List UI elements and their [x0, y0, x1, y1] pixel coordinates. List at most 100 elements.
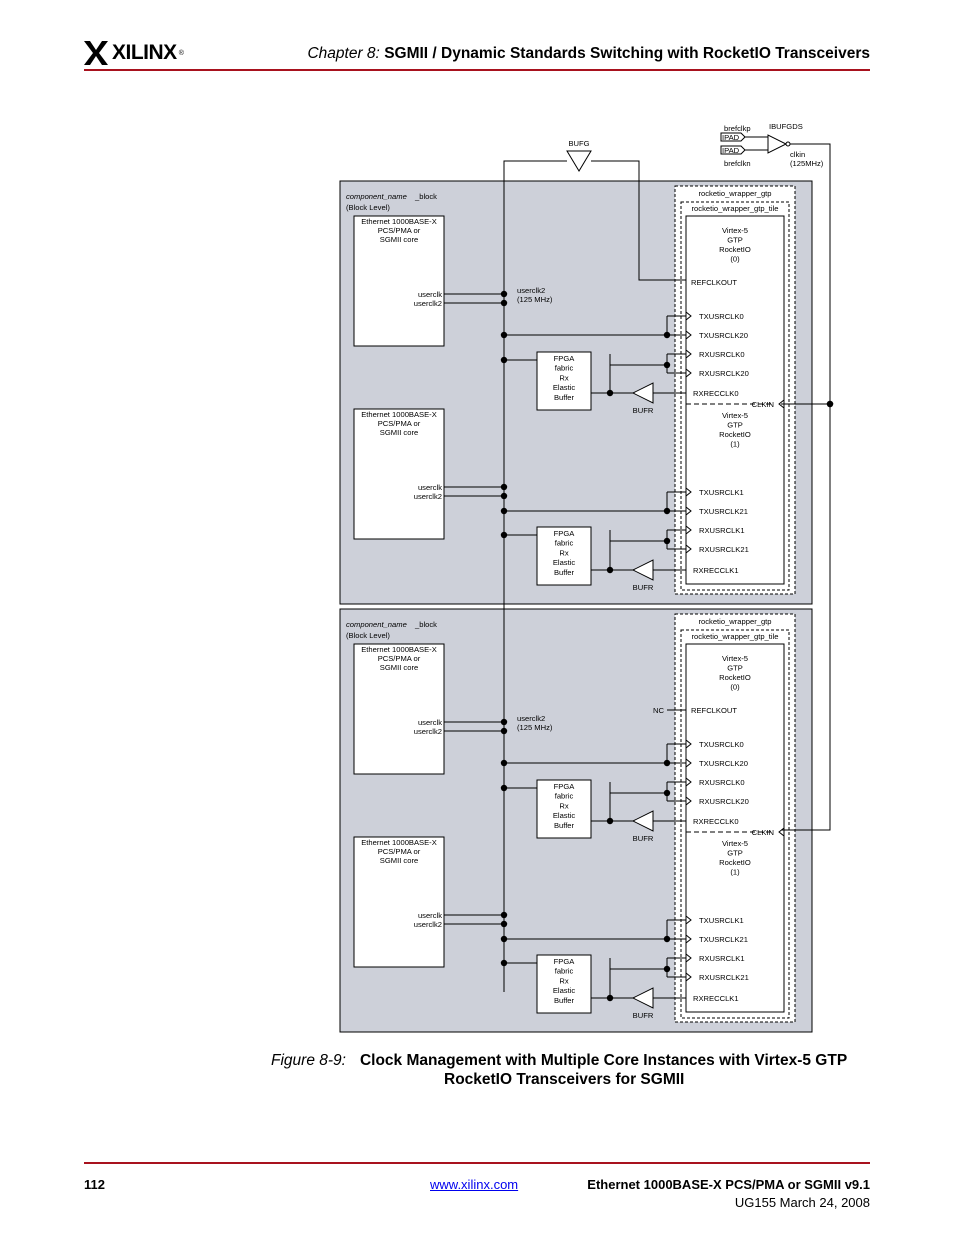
block1-port1-0: TXUSRCLK1 — [699, 916, 744, 925]
block0-port1-1: TXUSRCLK21 — [699, 507, 748, 516]
block0-port1-0: TXUSRCLK1 — [699, 488, 744, 497]
block1-core0-line3: SGMII core — [380, 663, 418, 672]
footer-rule — [84, 1162, 870, 1164]
block1-bufr0-label: BUFR — [633, 834, 654, 843]
xilinx-x-mark-icon — [84, 41, 108, 65]
block1-core1-userclk2: userclk2 — [414, 920, 442, 929]
block1-fabric0-line1: fabric — [555, 792, 574, 801]
block1-gtp0-line0: Virtex-5 — [722, 654, 748, 663]
block0-fabric0-line3: Elastic — [553, 383, 576, 392]
block0-gtp0-line3: (0) — [730, 255, 740, 264]
clkin-junction-overlay-dot — [826, 400, 834, 408]
block0-port1-2: RXUSRCLK1 — [699, 526, 745, 535]
block0-fabric1-line1: fabric — [555, 539, 574, 548]
figure-title-line2: RocketIO Transceivers for SGMII — [444, 1071, 685, 1088]
brefclkn-label: brefclkn — [724, 159, 751, 168]
chapter-title: SGMII / Dynamic Standards Switching with… — [384, 45, 870, 62]
block1-gtp-box — [685, 643, 785, 1013]
website-link[interactable]: www.xilinx.com — [430, 1177, 519, 1192]
block0-fabric1-line3: Elastic — [553, 558, 576, 567]
block1-core0-userclk: userclk — [418, 718, 442, 727]
clkin-label: clkin — [790, 150, 805, 159]
block0-core1-userclk2: userclk2 — [414, 492, 442, 501]
ibufgds-label: IBUFGDS — [769, 122, 803, 131]
block1-name-suffix: _block — [414, 620, 437, 629]
chapter-heading: Chapter 8: SGMII / Dynamic Standards Swi… — [307, 45, 870, 63]
block0-fabric1-line4: Buffer — [554, 568, 575, 577]
block0-bufr1-label: BUFR — [633, 583, 654, 592]
block1-core0-box — [353, 643, 445, 775]
block1-nc-label: NC — [653, 706, 664, 715]
block1-gtp0-line3: (0) — [730, 683, 740, 692]
document-id: UG155 March 24, 2008 — [734, 1195, 870, 1210]
xilinx-logo: XILINX® — [84, 38, 184, 68]
block1-core0-line1: Ethernet 1000BASE-X — [361, 645, 437, 654]
block1-rxbus0-dot — [663, 789, 671, 797]
block0-port0-3: RXUSRCLK20 — [699, 369, 749, 378]
block1-gtp1-line0: Virtex-5 — [722, 839, 748, 848]
block0-tile-label: rocketio_wrapper_gtp_tile — [692, 204, 779, 213]
block0-core0-line1: Ethernet 1000BASE-X — [361, 217, 437, 226]
block1-core0-line2: PCS/PMA or — [378, 654, 421, 663]
block0-core1-line3: SGMII core — [380, 428, 418, 437]
document-title: Ethernet 1000BASE-X PCS/PMA or SGMII v9.… — [587, 1177, 870, 1192]
ipad-p-label: IPAD — [722, 133, 740, 142]
block0-fabric1-line2: Rx — [559, 548, 568, 557]
block1-gtp1-line2: RocketIO — [719, 858, 751, 867]
block1-gtp0-line2: RocketIO — [719, 673, 751, 682]
block1-clkin-arrow-icon — [778, 827, 785, 837]
block1-fabric1-line4: Buffer — [554, 996, 575, 1005]
block1-fabric0-line3: Elastic — [553, 811, 576, 820]
block0-port1-3: RXUSRCLK21 — [699, 545, 749, 554]
logo-text: XILINX — [112, 41, 177, 64]
registered-mark-icon: ® — [178, 49, 184, 57]
block0-rxbus0-dot — [663, 361, 671, 369]
block0-core1-box — [353, 408, 445, 540]
block0-refclkout-label: REFCLKOUT — [691, 278, 737, 287]
bufg-label: BUFG — [568, 139, 589, 148]
block0-fabric1-line0: FPGA — [554, 529, 576, 538]
ipad-n-label: IPAD — [722, 146, 740, 155]
block1-port0-1: TXUSRCLK20 — [699, 759, 748, 768]
block1-userclk2-freq: (125 MHz) — [517, 723, 553, 732]
block1-port0-0: TXUSRCLK0 — [699, 740, 744, 749]
block0-core1-line1: Ethernet 1000BASE-X — [361, 410, 437, 419]
block1-port0-3: RXUSRCLK20 — [699, 797, 749, 806]
block1-level: (Block Level) — [346, 631, 390, 640]
header-rule — [84, 69, 870, 71]
block0-port0-2: RXUSRCLK0 — [699, 350, 745, 359]
figure-label: Figure 8-9: — [271, 1052, 346, 1069]
block1-gtp1-line1: GTP — [727, 849, 743, 858]
block1-port0-2: RXUSRCLK0 — [699, 778, 745, 787]
block0-core0-line3: SGMII core — [380, 235, 418, 244]
ibufgds-inverter-bubble-icon — [785, 141, 791, 147]
block0-tx1-arrow1-icon — [685, 506, 692, 516]
block1-fabric0-line4: Buffer — [554, 821, 575, 830]
block0-clkin-arrow-icon — [778, 399, 785, 409]
block1-tx1-arrow0-icon — [685, 915, 692, 925]
clock-diagram: BUFG brefclkp brefclkn IBUFGDS IPAD IPAD clkin… — [339, 122, 834, 1033]
block0-userclk2-freq: (125 MHz) — [517, 295, 553, 304]
block1-fabric1-line0: FPGA — [554, 957, 576, 966]
block1-rx1-arrow0-icon — [685, 953, 692, 963]
block0-txbus1-join-dot — [663, 507, 671, 515]
block0-gtp0-line2: RocketIO — [719, 245, 751, 254]
block0-fabric0-line0: FPGA — [554, 354, 576, 363]
block0-rxbus1-dot — [663, 537, 671, 545]
block1-gtp1-line3: (1) — [730, 868, 740, 877]
block1-tx1-arrow1-icon — [685, 934, 692, 944]
block0-gtp1-line3: (1) — [730, 440, 740, 449]
block1-fabric1-box — [536, 954, 592, 1014]
block1-port0-4: RXRECCLK0 — [693, 817, 739, 826]
block0-port0-0: TXUSRCLK0 — [699, 312, 744, 321]
block1-clkin-label: CLKIN — [752, 828, 774, 837]
block1-fabric0-line2: Rx — [559, 801, 568, 810]
block0-core1-userclk: userclk — [418, 483, 442, 492]
block0-name-suffix: _block — [414, 192, 437, 201]
chapter-label: Chapter 8: — [307, 45, 380, 62]
brefclkp-label: brefclkp — [724, 124, 751, 133]
clkin-freq-label: (125MHz) — [790, 159, 824, 168]
block0-clkin-label: CLKIN — [752, 400, 774, 409]
block0-port1-4: RXRECCLK1 — [693, 566, 739, 575]
block1-name: component_name — [346, 620, 407, 629]
